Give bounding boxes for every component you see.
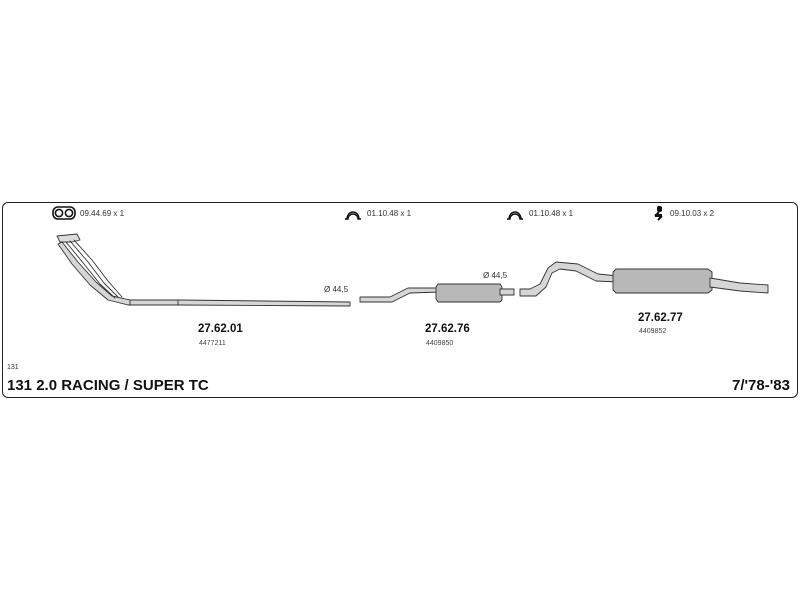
vehicle-code: 131 xyxy=(7,364,19,371)
oe-number: 4409850 xyxy=(426,340,454,347)
diameter-label: Ø 44,5 xyxy=(324,285,349,294)
part-number: 27.62.01 xyxy=(198,323,243,335)
hardware-item-clamp-1: 01.10.48 x 1 xyxy=(343,205,411,221)
middle-silencer-27-62-76 xyxy=(359,283,515,303)
hanger-icon xyxy=(654,206,663,221)
hardware-label-hanger: 09.10.03 x 2 xyxy=(670,208,715,218)
part-number: 27.62.77 xyxy=(638,312,683,324)
vehicle-name: 131 2.0 RACING / SUPER TC xyxy=(7,377,209,394)
hardware-item-gasket: 09.44.69 x 1 xyxy=(52,205,124,221)
oe-number: 4477211 xyxy=(199,340,226,347)
front-pipe-27-62-01 xyxy=(56,233,351,307)
diagram-frame xyxy=(2,202,798,398)
gasket-icon xyxy=(52,206,76,220)
part-number: 27.62.76 xyxy=(425,323,470,335)
oe-number: 4409852 xyxy=(639,328,667,335)
diameter-label: Ø 44,5 xyxy=(483,271,508,280)
vehicle-years: 7/'78-'83 xyxy=(731,377,790,394)
clamp-icon xyxy=(507,211,523,220)
hardware-label-clamp-1: 01.10.48 x 1 xyxy=(367,208,412,218)
rear-muffler-27-62-77 xyxy=(519,261,769,297)
hardware-label-clamp-2: 01.10.48 x 1 xyxy=(529,208,574,218)
clamp-icon xyxy=(345,211,361,220)
hardware-item-hanger: 09.10.03 x 2 xyxy=(652,205,714,221)
hardware-label-gasket: 09.44.69 x 1 xyxy=(80,208,125,218)
hardware-item-clamp-2: 01.10.48 x 1 xyxy=(505,205,573,221)
